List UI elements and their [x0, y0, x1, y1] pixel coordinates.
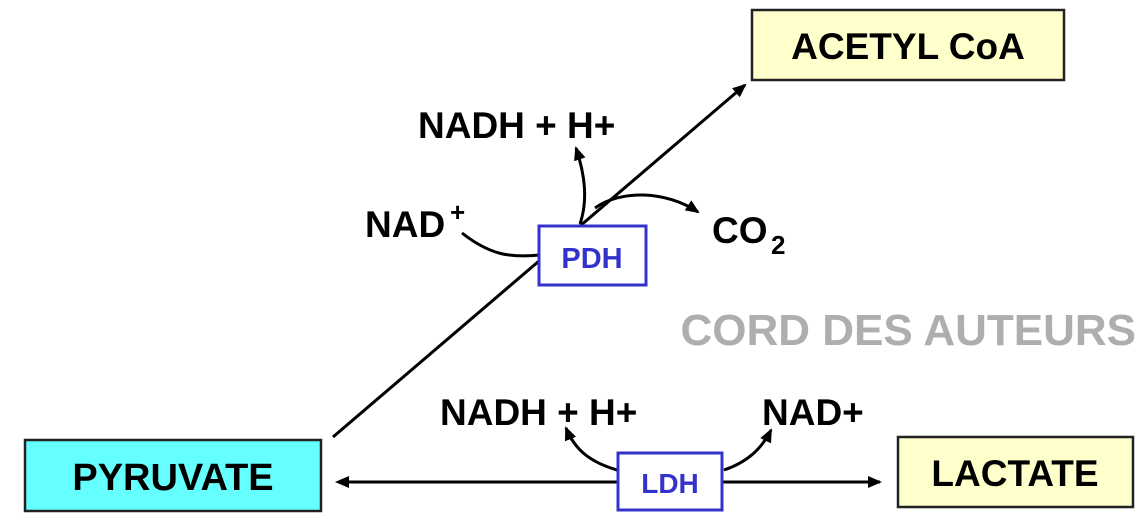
co2-out-arrow — [594, 193, 700, 214]
ldh-nadh-label: NADH + H+ — [440, 392, 637, 433]
pdh-nad-superscript: + — [450, 197, 465, 227]
pdh-nadh-label: NADH + H+ — [418, 105, 615, 146]
pdh-co2-subscript: 2 — [771, 230, 785, 260]
watermark: CORD DES AUTEURS — [680, 306, 1136, 355]
ldh-enzyme: LDH — [616, 451, 724, 512]
pyruvate-node: PYRUVATE — [23, 438, 323, 513]
pyruvate-label: PYRUVATE — [72, 457, 273, 499]
pdh-co2-text: CO — [712, 210, 768, 251]
pdh-nad-text: NAD — [365, 204, 445, 245]
acetyl-coa-node: ACETYL CoA — [750, 8, 1066, 82]
lactate-label: LACTATE — [931, 453, 1098, 494]
nadh-out-arrow — [574, 146, 587, 225]
ldh-nad-arrow — [723, 428, 773, 472]
lactate-node: LACTATE — [896, 435, 1135, 509]
acetyl-coa-label: ACETYL CoA — [791, 26, 1025, 67]
nad-in-curve — [461, 231, 541, 258]
ldh-nad-label: NAD+ — [762, 392, 864, 433]
pdh-label: PDH — [561, 243, 622, 275]
ldh-nadh-arrow — [564, 426, 618, 472]
pdh-enzyme: PDH — [537, 224, 648, 287]
ldh-label: LDH — [641, 468, 699, 499]
